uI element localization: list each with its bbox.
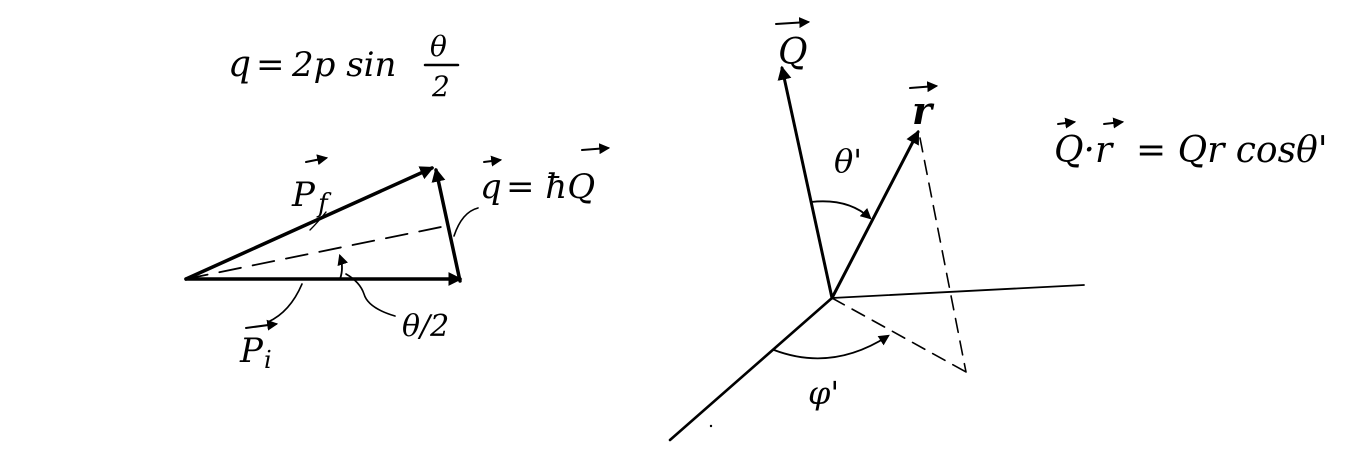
q-transfer-rhs: = ħQ xyxy=(506,167,595,207)
right-figure: Q r θ' φ' Q·r = Qr cosθ' xyxy=(668,17,1328,442)
label-phi-prime: φ' xyxy=(808,374,839,412)
p-final-vector-arrow xyxy=(305,154,329,166)
p-final-leader xyxy=(309,211,327,231)
half-angle-arc xyxy=(337,253,348,280)
label-p-initial: P i xyxy=(239,319,279,374)
p-initial-leader xyxy=(267,283,303,323)
formula-dot-product: Q·r = Qr cosθ' xyxy=(1054,117,1328,171)
label-Q-letter: Q xyxy=(778,32,808,73)
label-q-transfer: q = ħQ xyxy=(480,143,611,207)
label-r-letter: r xyxy=(912,88,935,133)
p-initial-letter: P xyxy=(239,331,264,371)
phi-prime-arc xyxy=(773,334,890,360)
stray-mark xyxy=(709,424,713,428)
p-initial-subscript: i xyxy=(264,346,272,374)
formula-q: q = 2p sin θ 2 xyxy=(228,30,460,103)
vector-Q xyxy=(777,65,834,300)
Q-vector-arrow xyxy=(581,143,611,155)
label-r-arrow xyxy=(909,81,939,93)
formula-q-denominator: 2 xyxy=(431,70,450,103)
formula-q-equals: = xyxy=(256,45,285,85)
bisector-dashed-line xyxy=(185,225,447,280)
formula-Q-arrow xyxy=(1057,117,1077,129)
axis-diagonal xyxy=(668,296,834,442)
vector-p-final xyxy=(184,166,435,281)
label-Q: Q xyxy=(775,17,811,73)
q-transfer-letter: q xyxy=(480,167,502,207)
projection-floor-dashed xyxy=(831,297,967,373)
theta-prime-arc xyxy=(810,200,872,220)
q-vector-arrow xyxy=(483,155,503,167)
q-label-leader xyxy=(453,207,479,237)
label-p-final: P f xyxy=(291,154,332,219)
formula-q-coefficient: 2p sin xyxy=(291,45,396,85)
formula-q-lhs: q xyxy=(228,44,251,85)
formula-dot-lhs: Q·r xyxy=(1054,130,1114,171)
p-initial-vector-arrow xyxy=(245,319,279,331)
axis-horizontal xyxy=(831,284,1085,299)
label-Q-arrow xyxy=(775,17,811,29)
vector-q-transfer xyxy=(431,167,462,283)
p-final-letter: P xyxy=(291,175,316,215)
projection-vertical-dashed xyxy=(919,137,967,373)
formula-r-arrow xyxy=(1103,117,1125,129)
label-theta-prime: θ' xyxy=(834,142,862,180)
label-r: r xyxy=(909,81,939,133)
left-figure: q = 2p sin θ 2 P f P i xyxy=(184,30,611,374)
label-half-angle: θ/2 xyxy=(402,309,449,344)
formula-dot-rhs: = Qr cosθ' xyxy=(1136,130,1328,171)
half-angle-leader xyxy=(345,273,396,317)
vector-r xyxy=(830,129,920,300)
formula-q-numerator: θ xyxy=(430,30,447,63)
